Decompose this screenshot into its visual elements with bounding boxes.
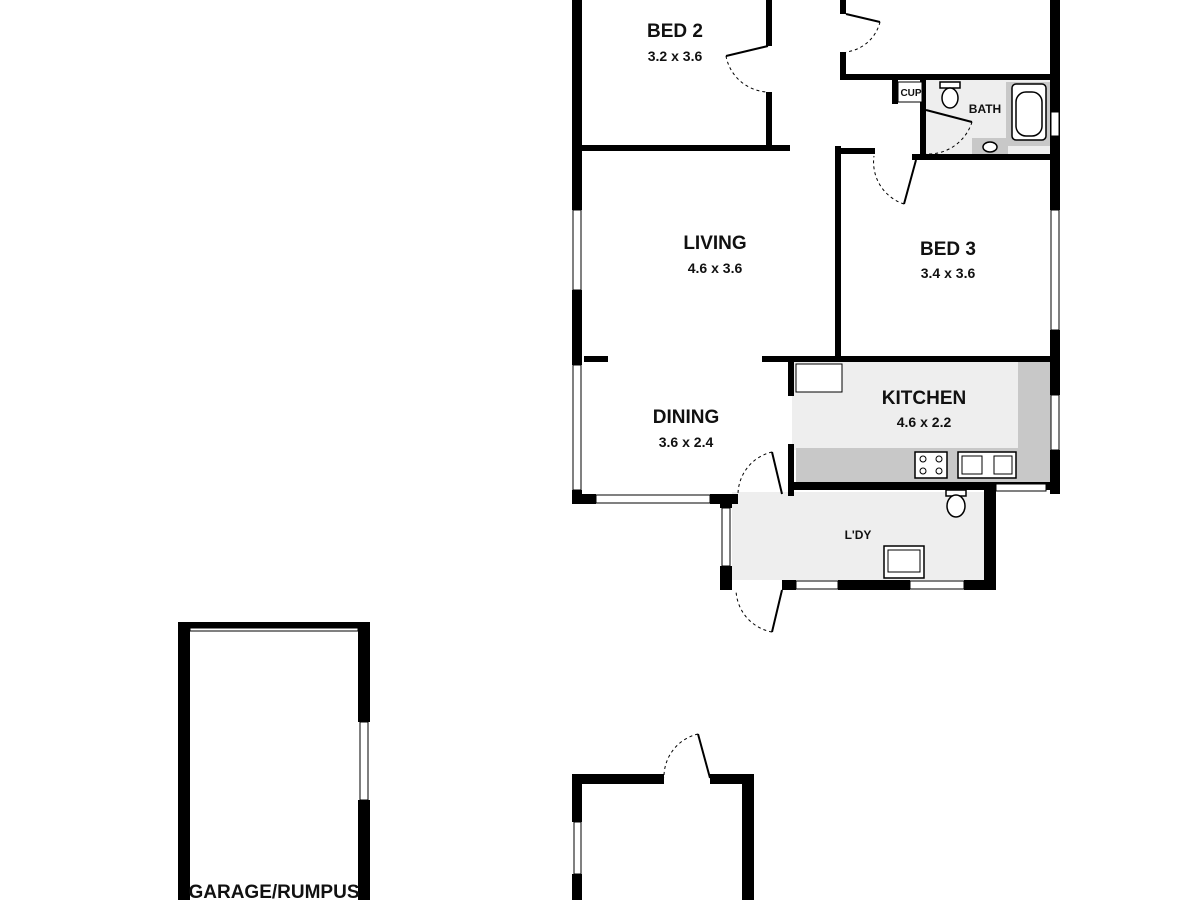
room-name-garage: GARAGE/RUMPUS [188, 882, 359, 900]
wall [178, 622, 190, 900]
window [573, 821, 582, 875]
burner [935, 467, 943, 475]
basin-icon [982, 141, 998, 153]
wall [178, 622, 370, 630]
wall [358, 622, 370, 722]
door [925, 109, 973, 123]
window [572, 209, 582, 291]
door [771, 451, 783, 495]
door [845, 13, 881, 23]
wall [766, 0, 772, 46]
wall [572, 774, 582, 822]
wall [766, 92, 772, 148]
wall [788, 482, 1060, 490]
wall [710, 774, 754, 784]
wall [742, 774, 754, 900]
room-dims-kitchen: 4.6 x 2.2 [897, 414, 952, 430]
room-dims-dining: 3.6 x 2.4 [659, 434, 714, 450]
fridge-space [795, 363, 843, 393]
laundry-floor [732, 492, 984, 580]
window [572, 364, 582, 491]
burner [935, 455, 943, 463]
wall [720, 494, 732, 508]
wall [838, 580, 910, 590]
sink-bowl [993, 455, 1013, 475]
wall [920, 80, 926, 156]
room-name-cupboard: CUP [900, 88, 921, 99]
door-swing [737, 451, 773, 495]
laundry-tub-inner [887, 549, 921, 573]
door-swing [735, 589, 773, 633]
window [995, 483, 1047, 492]
walls [178, 0, 1060, 900]
toilet-cistern [939, 81, 961, 89]
window [1050, 209, 1060, 331]
door-swing [925, 121, 973, 155]
bathtub-inner [1015, 91, 1043, 137]
door-swing [725, 55, 769, 93]
wall [840, 0, 846, 14]
wall [964, 580, 996, 590]
wall [892, 80, 898, 104]
wall [358, 800, 370, 900]
doors [663, 13, 973, 779]
wall [788, 444, 794, 496]
room-name-bed3: BED 3 [920, 239, 976, 260]
window [359, 721, 369, 801]
wall [572, 874, 582, 900]
room-dims-bed3: 3.4 x 3.6 [921, 265, 976, 281]
window [1050, 394, 1060, 451]
wall [572, 145, 790, 151]
room-dims-living: 4.6 x 3.6 [688, 260, 743, 276]
window [189, 627, 359, 632]
wall [984, 490, 996, 590]
door-swing [873, 155, 905, 205]
door [725, 45, 769, 57]
window [795, 580, 839, 590]
wall [572, 774, 664, 784]
wall [584, 356, 608, 362]
window [909, 580, 965, 590]
wall [912, 154, 1060, 160]
door [903, 159, 917, 205]
toilet-icon [946, 494, 966, 518]
wall [788, 360, 794, 396]
sink-bowl [961, 455, 983, 475]
room-name-living: LIVING [683, 233, 746, 254]
toilet-icon [941, 87, 959, 109]
door [697, 733, 711, 779]
wall [572, 0, 582, 210]
room-name-kitchen: KITCHEN [882, 388, 966, 409]
burner [919, 467, 927, 475]
wall [782, 580, 796, 590]
room-name-laundry: L'DY [845, 528, 872, 542]
room-name-dining: DINING [653, 407, 720, 428]
wall [835, 148, 875, 154]
wall [762, 356, 1052, 362]
wall [1050, 450, 1060, 494]
window [595, 494, 711, 504]
door-swing [845, 21, 881, 53]
wall [572, 290, 582, 365]
door-swing [663, 733, 699, 779]
room-dims-bed2: 3.2 x 3.6 [648, 48, 703, 64]
windows [189, 111, 1060, 875]
room-name-bed2: BED 2 [647, 21, 703, 42]
wall [572, 494, 596, 504]
window [1050, 111, 1060, 137]
wall [840, 74, 1060, 80]
wall [840, 52, 846, 80]
wall [1050, 330, 1060, 395]
wall [835, 146, 841, 358]
room-name-bath: BATH [969, 102, 1001, 116]
window [721, 507, 731, 567]
door [771, 589, 783, 633]
wall [1050, 0, 1060, 210]
cooktop-icon [914, 451, 948, 479]
fixtures [795, 81, 1047, 579]
labels: BED 2 3.2 x 3.6 LIVING 4.6 x 3.6 BED 3 3… [188, 21, 1001, 900]
burner [919, 455, 927, 463]
wall [720, 566, 732, 590]
